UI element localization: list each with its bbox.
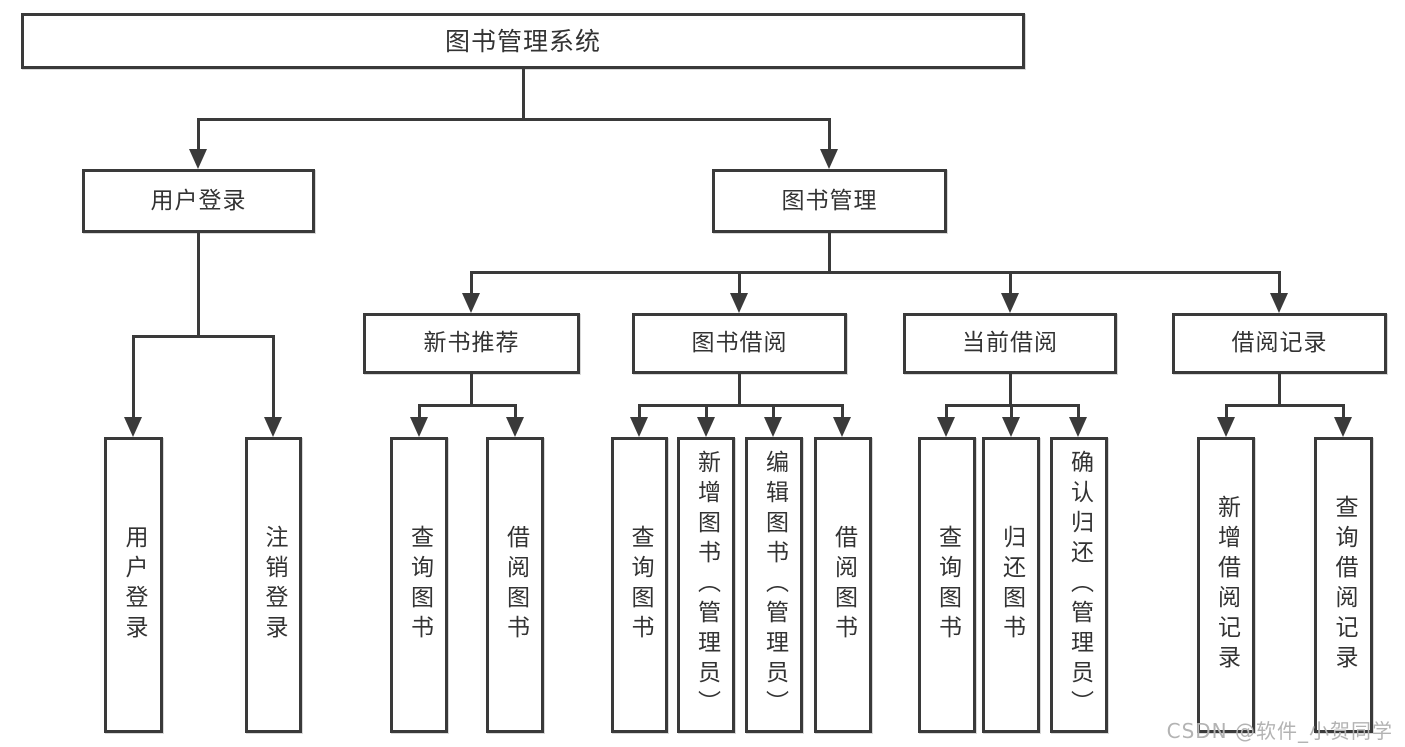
arrowhead-down-icon bbox=[630, 417, 648, 437]
connector-junction-0 bbox=[197, 118, 831, 121]
arrowhead-down-icon bbox=[937, 417, 955, 437]
connector-stem-3 bbox=[470, 373, 473, 407]
connector-junction-3 bbox=[418, 404, 517, 407]
connector-stem-1 bbox=[197, 232, 200, 338]
node-leaf-query-books-current: 查询图书 bbox=[918, 437, 976, 733]
node-book-borrow: 图书借阅 bbox=[632, 313, 847, 374]
arrowhead-down-icon bbox=[506, 417, 524, 437]
node-label-book-borrow: 图书借阅 bbox=[691, 330, 788, 356]
arrowhead-down-icon bbox=[462, 293, 480, 313]
node-label-leaf-logout: 注销登录 bbox=[261, 525, 287, 645]
arrowhead-down-icon bbox=[264, 417, 282, 437]
node-leaf-logout: 注销登录 bbox=[245, 437, 302, 733]
connector-drop-4-2 bbox=[772, 405, 775, 418]
connector-stem-2 bbox=[828, 232, 831, 274]
node-label-leaf-user-login: 用户登录 bbox=[121, 525, 147, 645]
connector-drop-6-1 bbox=[1342, 405, 1345, 418]
arrowhead-down-icon bbox=[410, 417, 428, 437]
node-leaf-confirm-return-admin: 确认归还（管理员） bbox=[1050, 437, 1108, 733]
connector-drop-0-1 bbox=[828, 119, 831, 150]
node-label-leaf-edit-books-admin: 编辑图书（管理员） bbox=[761, 450, 788, 720]
connector-stem-6 bbox=[1278, 373, 1281, 407]
connector-drop-2-0 bbox=[470, 272, 473, 294]
connector-drop-4-3 bbox=[841, 405, 844, 418]
arrowhead-down-icon bbox=[1270, 293, 1288, 313]
node-label-leaf-query-books-rec: 查询图书 bbox=[406, 525, 433, 645]
connector-drop-4-1 bbox=[705, 405, 708, 418]
connector-junction-6 bbox=[1225, 404, 1345, 407]
node-current-borrow: 当前借阅 bbox=[903, 313, 1117, 374]
node-new-book-recommend: 新书推荐 bbox=[363, 313, 580, 374]
arrowhead-down-icon bbox=[1069, 417, 1087, 437]
node-leaf-edit-books-admin: 编辑图书（管理员） bbox=[745, 437, 803, 733]
arrowhead-down-icon bbox=[1334, 417, 1352, 437]
arrowhead-down-icon bbox=[730, 293, 748, 313]
connector-drop-2-1 bbox=[738, 272, 741, 294]
arrowhead-down-icon bbox=[124, 417, 142, 437]
connector-drop-3-1 bbox=[514, 405, 517, 418]
node-label-current-borrow: 当前借阅 bbox=[962, 330, 1058, 356]
connector-stem-0 bbox=[522, 68, 525, 121]
node-leaf-query-books-borrow: 查询图书 bbox=[611, 437, 668, 733]
connector-drop-2-3 bbox=[1278, 272, 1281, 294]
node-system-root: 图书管理系统 bbox=[21, 13, 1025, 69]
node-leaf-add-books-admin: 新增图书（管理员） bbox=[677, 437, 735, 733]
node-label-leaf-query-borrow-record: 查询借阅记录 bbox=[1331, 495, 1357, 675]
node-leaf-query-books-rec: 查询图书 bbox=[390, 437, 448, 733]
node-book-management: 图书管理 bbox=[712, 169, 947, 233]
arrowhead-down-icon bbox=[764, 417, 782, 437]
connector-stem-5 bbox=[1009, 373, 1012, 407]
csdn-watermark: CSDN @软件_小贺同学 bbox=[1166, 719, 1393, 743]
connector-junction-4 bbox=[638, 404, 844, 407]
connector-drop-5-2 bbox=[1077, 405, 1080, 418]
node-label-leaf-add-books-admin: 新增图书（管理员） bbox=[693, 450, 720, 720]
node-leaf-return-books: 归还图书 bbox=[982, 437, 1040, 733]
node-label-leaf-query-books-borrow: 查询图书 bbox=[627, 525, 653, 645]
node-label-borrow-records: 借阅记录 bbox=[1231, 330, 1328, 356]
node-label-leaf-borrow-books-rec: 借阅图书 bbox=[502, 525, 529, 645]
connector-drop-3-0 bbox=[418, 405, 421, 418]
node-label-new-book-recommend: 新书推荐 bbox=[423, 330, 520, 356]
node-label-leaf-add-borrow-record: 新增借阅记录 bbox=[1213, 495, 1240, 675]
node-borrow-records: 借阅记录 bbox=[1172, 313, 1387, 374]
connector-junction-1 bbox=[132, 335, 275, 338]
node-label-user-login: 用户登录 bbox=[150, 187, 247, 214]
node-user-login: 用户登录 bbox=[82, 169, 315, 233]
connector-junction-2 bbox=[470, 271, 1281, 274]
connector-drop-5-0 bbox=[945, 405, 948, 418]
connector-stem-4 bbox=[738, 373, 741, 407]
arrowhead-down-icon bbox=[697, 417, 715, 437]
arrowhead-down-icon bbox=[189, 149, 207, 169]
node-label-leaf-query-books-current: 查询图书 bbox=[934, 525, 961, 645]
connector-drop-4-0 bbox=[638, 405, 641, 418]
connector-drop-6-0 bbox=[1225, 405, 1228, 418]
connector-drop-1-0 bbox=[132, 336, 135, 418]
node-leaf-borrow-books-rec: 借阅图书 bbox=[486, 437, 544, 733]
arrowhead-down-icon bbox=[1217, 417, 1235, 437]
arrowhead-down-icon bbox=[1001, 293, 1019, 313]
arrowhead-down-icon bbox=[820, 149, 838, 169]
node-leaf-user-login: 用户登录 bbox=[104, 437, 163, 733]
arrowhead-down-icon bbox=[1002, 417, 1020, 437]
node-leaf-borrow-books: 借阅图书 bbox=[814, 437, 872, 733]
node-label-leaf-confirm-return-admin: 确认归还（管理员） bbox=[1066, 450, 1093, 720]
node-leaf-query-borrow-record: 查询借阅记录 bbox=[1314, 437, 1373, 733]
connector-drop-5-1 bbox=[1010, 405, 1013, 418]
node-label-leaf-borrow-books: 借阅图书 bbox=[830, 525, 857, 645]
connector-drop-2-2 bbox=[1009, 272, 1012, 294]
node-label-leaf-return-books: 归还图书 bbox=[998, 525, 1025, 645]
node-label-system-root: 图书管理系统 bbox=[444, 26, 601, 56]
connector-drop-1-1 bbox=[272, 336, 275, 418]
node-leaf-add-borrow-record: 新增借阅记录 bbox=[1197, 437, 1255, 733]
node-label-book-management: 图书管理 bbox=[781, 187, 878, 214]
connector-drop-0-0 bbox=[197, 119, 200, 150]
arrowhead-down-icon bbox=[833, 417, 851, 437]
